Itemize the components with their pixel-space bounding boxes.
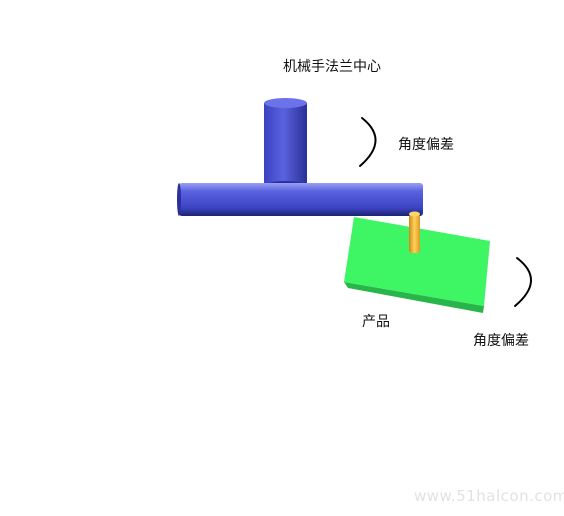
robot-arm-icon <box>177 183 423 216</box>
angle-offset-top-label: 角度偏差 <box>398 137 454 153</box>
flange-cylinder-icon <box>264 98 307 191</box>
watermark: www.51halcon.com <box>414 487 564 505</box>
angle-arc-top-icon <box>359 117 377 167</box>
angle-offset-bottom-label: 角度偏差 <box>473 333 529 349</box>
pin-icon <box>409 211 420 253</box>
flange-center-label: 机械手法兰中心 <box>283 59 381 75</box>
product-label: 产品 <box>362 314 390 330</box>
angle-arc-bottom-icon <box>514 257 532 307</box>
product-plate-icon <box>344 217 490 313</box>
